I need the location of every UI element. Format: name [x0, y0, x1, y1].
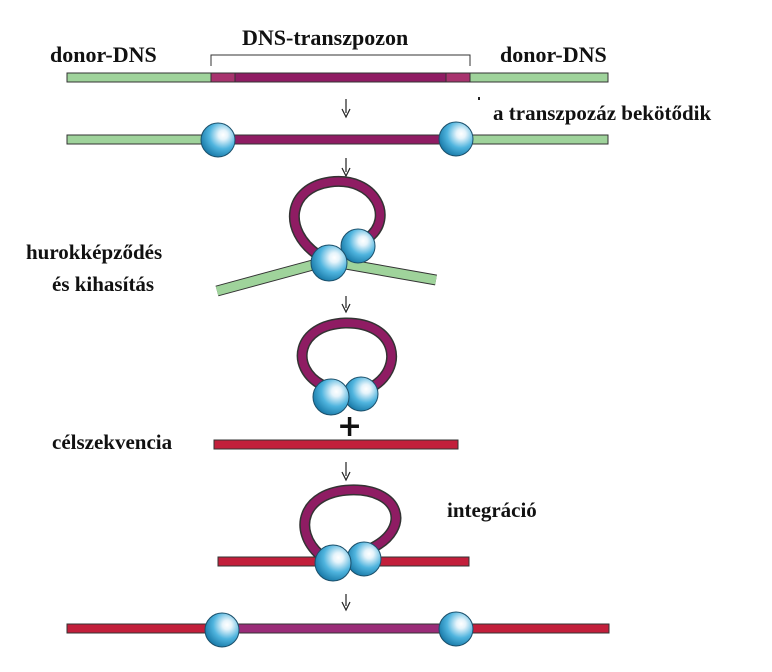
target-sequence-label: célszekvencia	[52, 430, 173, 454]
transposase-protein-right	[346, 541, 382, 577]
transposon-body	[216, 134, 457, 145]
donor-dna-left-arm-fill	[215, 257, 326, 296]
loop-formation-label-line2: és kihasítás	[52, 272, 155, 296]
donor-dna-left-label: donor-DNS	[50, 42, 157, 67]
step5-integration	[217, 484, 470, 582]
transposon-right-end	[445, 72, 471, 83]
step2-transposase-binding	[66, 121, 609, 158]
integration-label: integráció	[447, 498, 537, 522]
transposon-left-end	[210, 72, 236, 83]
arrow-4	[341, 462, 351, 482]
transposase-protein-back	[340, 228, 376, 264]
step1-donor-dna	[66, 54, 609, 83]
transposase-protein-left	[204, 612, 240, 648]
transposase-protein-front	[310, 244, 348, 282]
transposase-protein-left	[200, 122, 236, 158]
donor-dna-right-label: donor-DNS	[500, 42, 607, 67]
plus-sign: +	[337, 409, 363, 444]
target-dna-left	[66, 623, 222, 634]
transposon-loop	[290, 177, 385, 259]
transposase-protein-left	[314, 544, 352, 582]
transposon-bracket	[210, 54, 471, 66]
transposase-protein-right	[438, 121, 474, 157]
integrating-loop	[300, 485, 400, 559]
donor-dna-right-segment	[455, 134, 609, 145]
loop-formation-label-line1: hurokképződés	[26, 240, 163, 264]
target-dna	[213, 439, 459, 450]
transposon-body	[234, 72, 447, 83]
step3-loop-excision	[215, 175, 437, 297]
excised-loop	[298, 318, 396, 392]
transposase-protein-left	[312, 378, 350, 416]
step6-integrated-product	[66, 611, 610, 648]
donor-dna-left-segment	[66, 72, 212, 83]
target-dna-right	[455, 623, 610, 634]
donor-dna-right-segment	[469, 72, 609, 83]
arrow-5	[341, 594, 351, 612]
small-dot-mark	[478, 97, 480, 100]
donor-dna-left-segment	[66, 134, 218, 145]
donor-dna-right-arm-fill	[333, 257, 437, 285]
inserted-transposon	[220, 623, 457, 634]
step4-excised-transposon	[296, 317, 398, 416]
arrow-2	[341, 158, 351, 178]
transposon-label: DNS-transzpozon	[242, 25, 409, 50]
arrow-1	[341, 99, 351, 119]
arrow-3	[341, 296, 351, 314]
transposase-binds-label: a transzpozáz bekötődik	[493, 101, 712, 125]
transposase-protein-right	[438, 611, 474, 647]
